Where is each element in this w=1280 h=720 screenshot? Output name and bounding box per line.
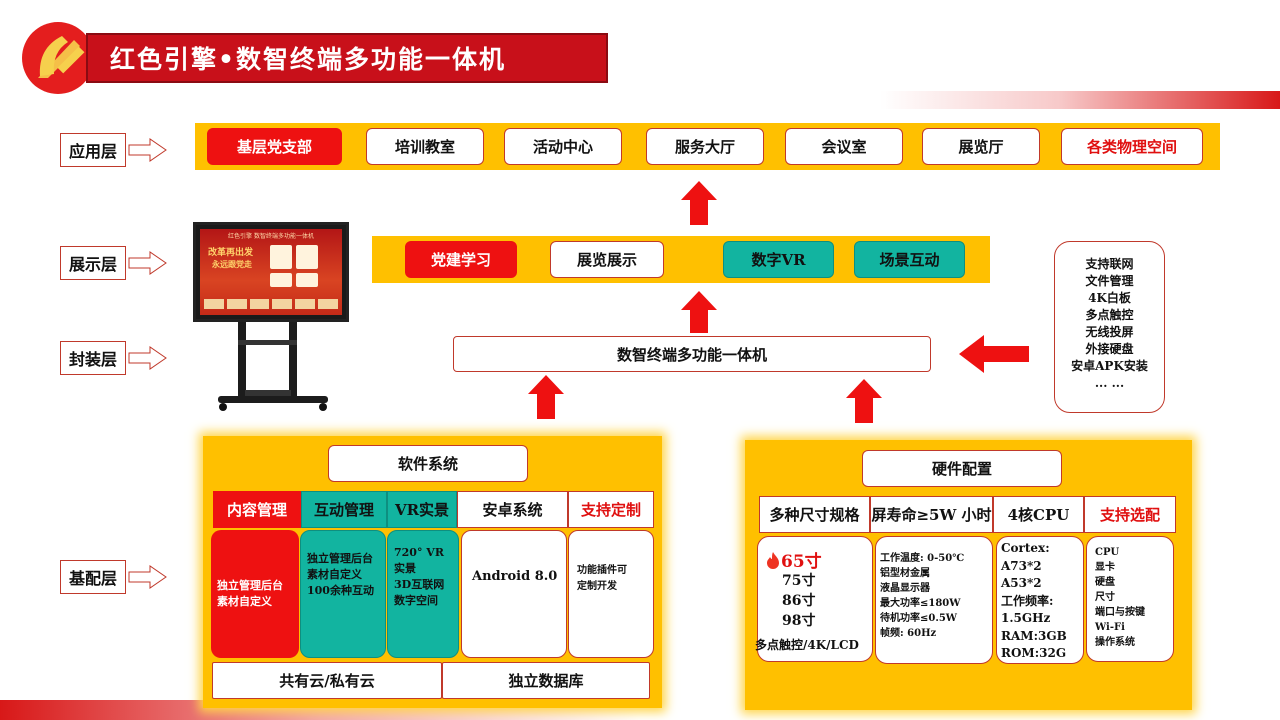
arrow-up-icon	[846, 379, 882, 423]
layer-label-package: 封装层	[60, 341, 126, 375]
size-75: 75寸	[782, 573, 816, 589]
arrow-left-icon	[959, 335, 1029, 373]
feature-item: 支持联网	[1085, 257, 1134, 271]
hardware-cell-cpu: Cortex: A73*2 A53*2 工作频率: 1.5GHz RAM:3GB…	[996, 536, 1084, 664]
screen-slogan-line1: 改革再出发	[208, 248, 254, 258]
page-title: 红色引擎•数智终端多功能一体机	[110, 45, 506, 74]
layer-label-base: 基配层	[60, 560, 126, 594]
software-database: 独立数据库	[442, 662, 650, 699]
screen-banner: 红色引擎 数智终端多功能一体机	[228, 233, 314, 240]
device-box: 数智终端多功能一体机	[453, 336, 931, 372]
arrow-right-icon	[128, 138, 167, 162]
feature-item: 文件管理	[1085, 274, 1134, 288]
display-item-party-study: 党建学习	[405, 241, 517, 278]
features-list: 支持联网 文件管理 4K白板 多点触控 无线投屏 外接硬盘 安卓APK安装 ..…	[1054, 241, 1165, 413]
app-item-physical-spaces: 各类物理空间	[1061, 128, 1203, 165]
software-cell-interaction: 独立管理后台 素材自定义 100余种互动	[300, 530, 386, 658]
app-item-training-room: 培训教室	[366, 128, 484, 165]
software-tab-android: 安卓系统	[457, 491, 568, 528]
party-emblem-icon	[18, 18, 98, 98]
layer-label-display: 展示层	[60, 246, 126, 280]
app-item-service-hall: 服务大厅	[646, 128, 764, 165]
display-item-digital-vr: 数字VR	[723, 241, 834, 278]
software-tab-custom: 支持定制	[568, 491, 654, 528]
arrow-right-icon	[128, 346, 167, 370]
sizes-note: 多点触控/4K/LCD	[755, 638, 859, 652]
screen-slogan-line2: 永远跟党走	[212, 259, 252, 269]
hardware-cell-options: CPU 显卡 硬盘 尺寸 端口与按键 Wi-Fi 操作系统	[1086, 536, 1174, 662]
display-item-exhibition: 展览展示	[550, 241, 664, 278]
hardware-header-lifetime: 屏寿命≥5W 小时	[870, 496, 993, 533]
app-item-exhibition-hall: 展览厅	[922, 128, 1040, 165]
hardware-title: 硬件配置	[862, 450, 1062, 487]
arrow-up-icon	[681, 291, 717, 333]
hardware-header-sizes: 多种尺寸规格	[759, 496, 870, 533]
arrow-right-icon	[128, 565, 167, 589]
feature-item: 4K白板	[1088, 291, 1131, 305]
hardware-header-cpu: 4核CPU	[993, 496, 1084, 533]
software-tab-interaction: 互动管理	[301, 491, 387, 528]
header-stripe	[880, 91, 1280, 109]
software-cloud: 共有云/私有云	[212, 662, 442, 699]
software-cell-vr: 720° VR 实景 3D互联网 数字空间	[387, 530, 459, 658]
app-item-activity-center: 活动中心	[504, 128, 622, 165]
software-title: 软件系统	[328, 445, 528, 482]
title-bar: 红色引擎•数智终端多功能一体机	[86, 33, 608, 83]
feature-item: 多点触控	[1085, 308, 1134, 322]
display-item-scene-interaction: 场景互动	[854, 241, 965, 278]
layer-label-app: 应用层	[60, 133, 126, 167]
size-65: 65寸	[781, 552, 822, 572]
terminal-screen: 红色引擎 数智终端多功能一体机 改革再出发 永远跟党走	[193, 222, 349, 322]
flame-icon	[767, 551, 779, 569]
feature-item: 无线投屏	[1085, 325, 1134, 339]
size-86: 86寸	[782, 593, 816, 609]
arrow-right-icon	[128, 251, 167, 275]
feature-item: 安卓APK安装	[1071, 359, 1148, 373]
app-item-party-branch: 基层党支部	[207, 128, 342, 165]
hardware-cell-sizes: 65寸 75寸 86寸 98寸 多点触控/4K/LCD	[755, 536, 873, 662]
software-cell-custom: 功能插件可 定制开发	[568, 530, 654, 658]
app-item-meeting-room: 会议室	[785, 128, 903, 165]
hardware-cell-specs: 工作温度: 0-50℃ 铝型材金属 液晶显示器 最大功率≤180W 待机功率≤0…	[875, 536, 993, 664]
terminal-device-image: 红色引擎 数智终端多功能一体机 改革再出发 永远跟党走	[193, 222, 353, 414]
size-98: 98寸	[782, 613, 816, 629]
hardware-header-options: 支持选配	[1084, 496, 1176, 533]
arrow-up-icon	[681, 181, 717, 225]
software-tab-vr: VR实景	[387, 491, 457, 528]
feature-item: 外接硬盘	[1085, 342, 1134, 356]
software-cell-android: Android 8.0	[461, 530, 567, 658]
software-tab-content: 内容管理	[213, 491, 301, 528]
feature-item: ... ...	[1094, 376, 1125, 390]
arrow-up-icon	[528, 375, 564, 419]
software-cell-content: 独立管理后台 素材自定义	[211, 530, 299, 658]
